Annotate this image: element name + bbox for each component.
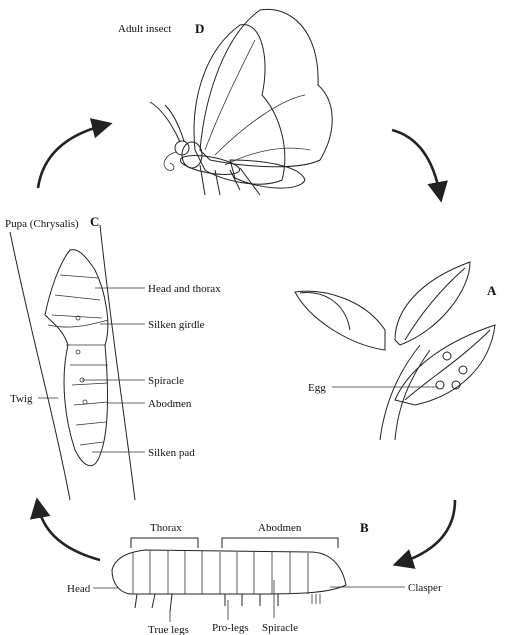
label-head: Head <box>67 583 91 595</box>
label-spiracle-larva: Spiracle <box>262 622 298 634</box>
label-spiracle-pupa: Spiracle <box>148 375 184 387</box>
silken-girdle-line <box>47 319 109 328</box>
pupa-spiracle-2 <box>75 349 81 355</box>
leaf-right-2 <box>404 329 491 401</box>
pupa-on-twig <box>9 224 136 501</box>
twig-left-edge <box>9 231 71 501</box>
label-head-and-thorax: Head and thorax <box>148 283 221 295</box>
label-silken-girdle: Silken girdle <box>148 319 205 331</box>
stage-label-b: B <box>360 520 369 535</box>
butterfly-antennae <box>149 101 185 143</box>
label-pro-legs: Pro-legs <box>212 622 249 634</box>
label-abdomen-pupa: Abodmen <box>148 398 192 410</box>
leaf-top-2 <box>404 267 466 341</box>
egg-4 <box>451 380 461 390</box>
butterfly-proboscis <box>163 151 177 171</box>
egg-1 <box>442 351 452 361</box>
butterfly-back-wing <box>199 8 333 168</box>
adult-butterfly <box>149 8 333 196</box>
arrow-c-to-d <box>36 118 113 189</box>
leaves-with-eggs <box>294 261 496 441</box>
pupa-spiracle-4 <box>82 399 88 405</box>
leaf-left <box>294 290 386 351</box>
caterpillar <box>111 537 347 613</box>
caterpillar-body <box>111 549 347 595</box>
leaf-left-2 <box>299 291 351 331</box>
caterpillar-pro-legs <box>224 594 279 606</box>
twig-right-edge <box>99 224 136 501</box>
butterfly-hind-wing <box>229 159 306 189</box>
caterpillar-clasper <box>311 594 321 604</box>
abdomen-bracket <box>221 537 339 548</box>
label-silken-pad: Silken pad <box>148 447 195 459</box>
leaf-right <box>394 324 496 406</box>
label-abdomen-larva: Abodmen <box>258 522 302 534</box>
label-adult-insect: Adult insect <box>118 23 171 35</box>
leaf-stem <box>379 344 431 441</box>
butterfly-body <box>179 155 241 175</box>
label-clasper: Clasper <box>408 582 442 594</box>
pupa-body <box>44 249 109 467</box>
label-true-legs: True legs <box>148 624 189 635</box>
label-thorax: Thorax <box>150 522 182 534</box>
stage-label-a: A <box>487 283 497 298</box>
thorax-bracket <box>130 537 199 548</box>
label-egg: Egg <box>308 382 326 394</box>
stage-label-c: C <box>90 214 99 229</box>
butterfly-thorax <box>181 141 203 169</box>
egg-3 <box>435 380 445 390</box>
butterfly-front-wing <box>193 24 286 185</box>
label-pupa: Pupa (Chrysalis) <box>5 218 79 230</box>
stage-label-d: D <box>195 21 204 36</box>
butterfly-head <box>174 140 190 156</box>
pupa-spiracle-1 <box>75 315 81 321</box>
leader-lines <box>38 287 438 622</box>
egg-2 <box>458 365 468 375</box>
butterfly-legs <box>199 164 261 196</box>
pupa-segments <box>51 274 109 446</box>
caterpillar-segments <box>132 551 309 594</box>
label-twig: Twig <box>10 393 33 405</box>
arrow-d-to-a <box>391 128 448 203</box>
caterpillar-true-legs <box>134 593 173 613</box>
arrow-a-to-b <box>392 499 457 569</box>
cycle-arrows <box>30 118 457 569</box>
arrow-b-to-c <box>30 497 101 562</box>
butterfly-wing-veins <box>204 39 311 166</box>
text-labels: D Adult insect C Pupa (Chrysalis) Head a… <box>5 21 497 635</box>
leaf-top <box>394 261 471 346</box>
